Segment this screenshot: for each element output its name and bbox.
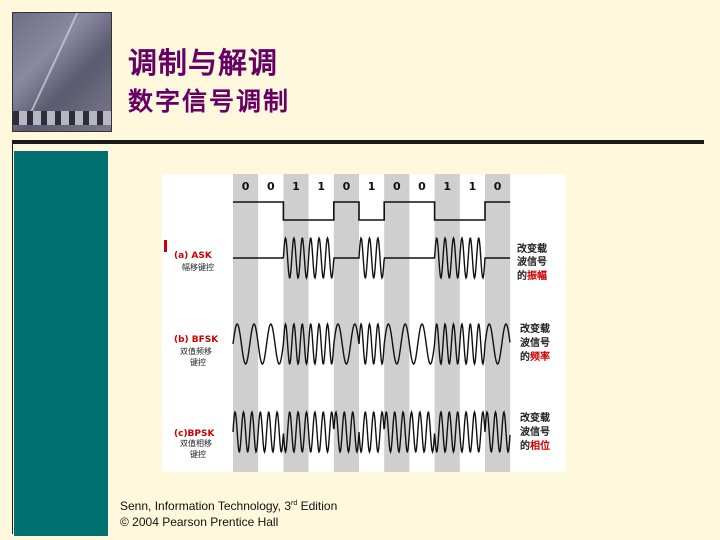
bpsk-sublabel-2: 键控	[190, 449, 206, 459]
bit-label: 1	[443, 180, 451, 193]
ask-waveform	[233, 235, 510, 281]
horizontal-rule	[12, 140, 704, 144]
bit-labels: 0 0 1 1 0 1 0 0 1 1 0	[242, 180, 502, 193]
bfsk-label: (b) BFSK	[174, 335, 219, 345]
bit-label: 1	[368, 180, 376, 193]
bit-label: 1	[292, 180, 300, 193]
ask-note-3: 的振幅	[517, 269, 547, 282]
ask-label: (a) ASK	[174, 251, 213, 261]
slide-subtitle: 数字信号调制	[128, 87, 291, 116]
bfsk-note-2: 波信号	[520, 336, 550, 349]
slide-photo	[12, 12, 112, 132]
modulation-figure: 0 0 1 1 0 1 0 0 1 1 0 (a) ASK 幅移键控 (b) BFSK 双值频移 键…	[162, 174, 566, 472]
credit-block: Senn, Information Technology, 3rd Editio…	[120, 496, 337, 530]
modulated-waves	[232, 235, 511, 455]
bit-label: 0	[418, 180, 426, 193]
teal-sidebar	[14, 151, 108, 536]
ask-sublabel: 幅移键控	[182, 262, 214, 272]
credit-line-1: Senn, Information Technology, 3rd Editio…	[120, 499, 338, 513]
bit-label: 0	[343, 180, 351, 193]
bfsk-waveform	[232, 321, 511, 367]
digital-signal	[233, 201, 511, 221]
photo-bars	[13, 111, 111, 125]
bfsk-note-1: 改变载	[520, 322, 550, 335]
bpsk-note-2: 波信号	[520, 425, 550, 438]
modulation-diagram: 0 0 1 1 0 1 0 0 1 1 0 (a) ASK 幅移键控 (b) BFSK 双值频移 键…	[164, 174, 550, 472]
vertical-rule	[12, 144, 13, 534]
photo-crack	[27, 13, 81, 118]
bpsk-label: (c)BPSK	[174, 429, 215, 439]
bpsk-waveform	[232, 409, 511, 455]
bit-label: 1	[469, 180, 477, 193]
bfsk-sublabel-2: 键控	[190, 357, 206, 367]
ask-note-2: 波信号	[517, 255, 547, 268]
bit-label: 0	[494, 180, 502, 193]
ask-marker	[164, 240, 167, 252]
bit-label: 0	[393, 180, 401, 193]
digital-waveform	[233, 201, 511, 221]
bpsk-note-1: 改变载	[520, 411, 550, 424]
credit-line-2: © 2004 Pearson Prentice Hall	[120, 515, 279, 529]
bfsk-sublabel-1: 双值频移	[180, 346, 212, 356]
slide-title: 调制与解调	[128, 46, 279, 80]
bit-label: 0	[242, 180, 250, 193]
bit-label: 1	[317, 180, 325, 193]
bit-label: 0	[267, 180, 275, 193]
ask-note-1: 改变载	[517, 242, 547, 255]
bfsk-note-3: 的频率	[520, 350, 550, 363]
bpsk-sublabel-1: 双值相移	[180, 438, 212, 448]
bpsk-note-3: 的相位	[520, 439, 550, 452]
